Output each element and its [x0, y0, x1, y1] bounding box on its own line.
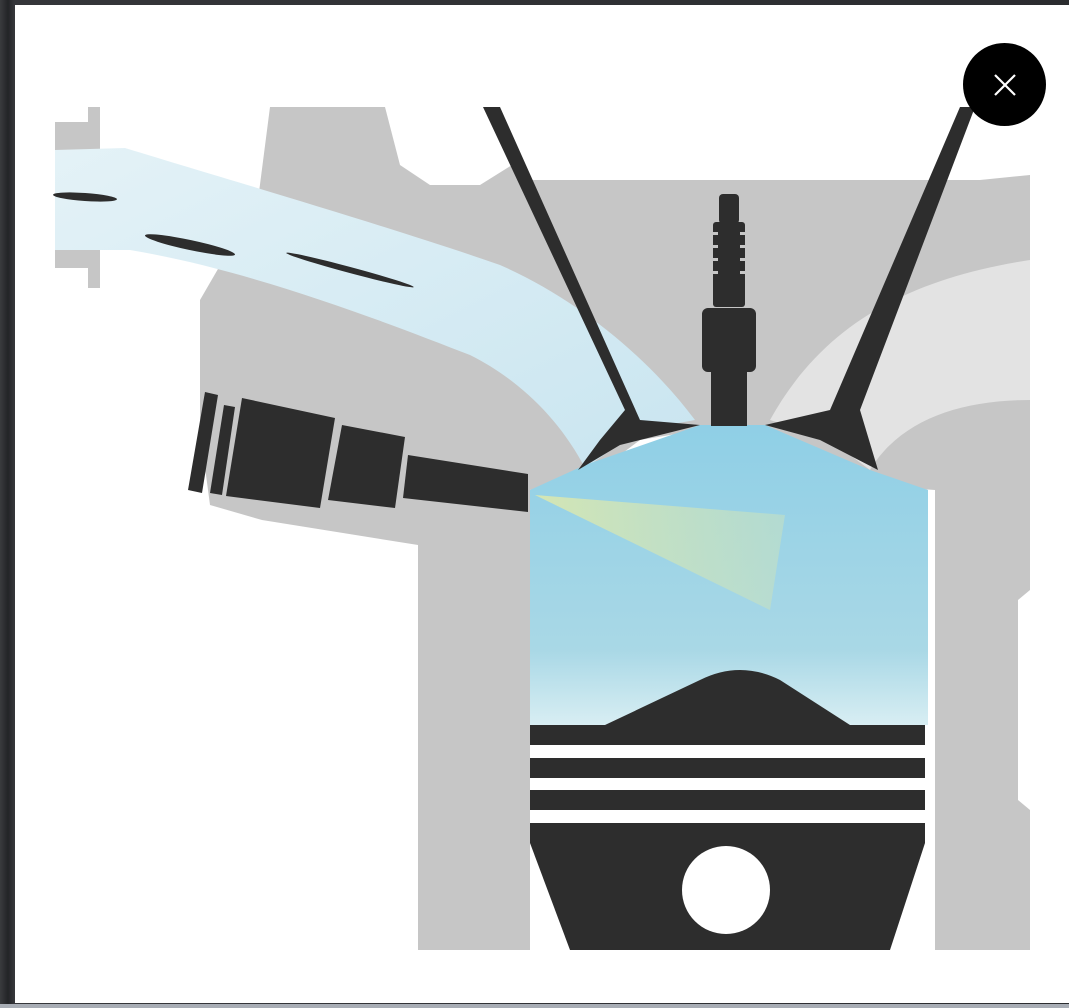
bottom-strip — [0, 1004, 1069, 1008]
piston-pin-hole — [682, 846, 770, 934]
engine-cylinder-illustration — [15, 5, 1069, 1003]
close-button[interactable] — [963, 43, 1046, 126]
close-icon — [992, 72, 1018, 98]
right-wall-cut — [1018, 590, 1030, 810]
image-lightbox — [15, 5, 1069, 1003]
